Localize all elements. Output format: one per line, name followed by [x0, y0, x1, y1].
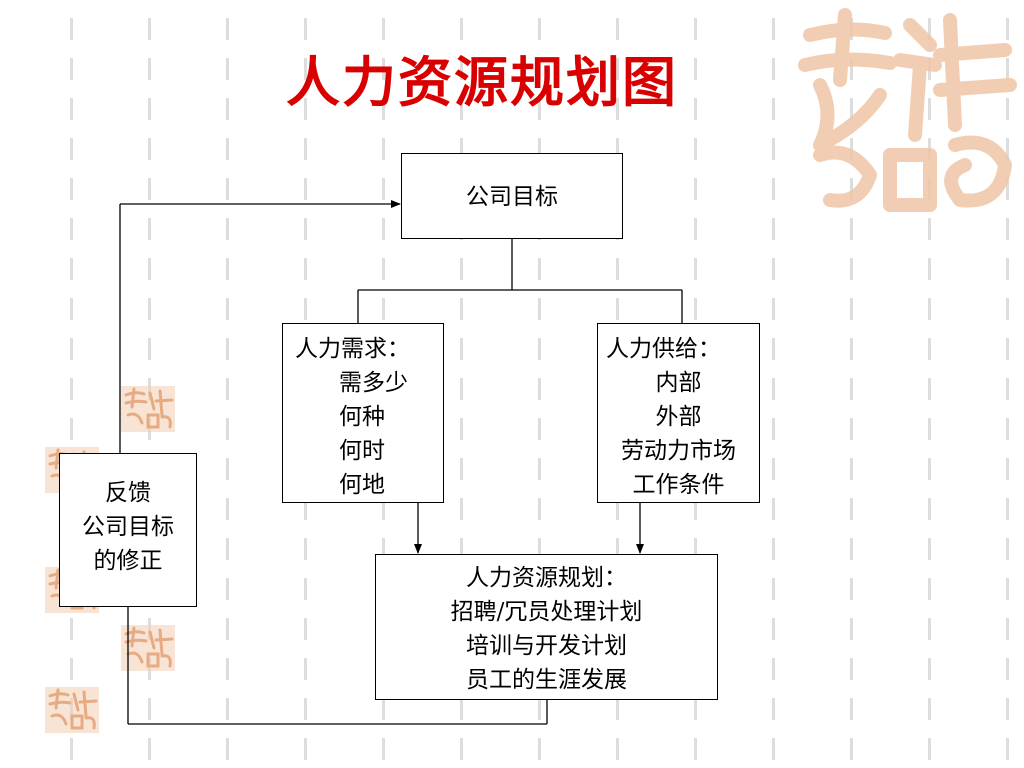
node-item: 何时 [339, 438, 385, 464]
node-hr-supply: 人力供给： 内部 外部 劳动力市场 工作条件 [597, 323, 760, 503]
auspicious-seal-icon [45, 687, 99, 733]
node-item: 反馈 [105, 480, 151, 506]
auspicious-seal-icon [798, 8, 1017, 212]
node-item: 何地 [339, 472, 385, 498]
node-item: 何种 [339, 404, 385, 430]
node-item: 员工的生涯发展 [466, 667, 627, 693]
node-feedback: 反馈 公司目标 的修正 [59, 453, 197, 607]
auspicious-seal-icon [121, 386, 175, 432]
node-company-goal: 公司目标 [401, 153, 623, 239]
node-item: 公司目标 [82, 514, 174, 540]
node-item: 外部 [655, 404, 702, 430]
node-hr-demand: 人力需求： 需多少 何种 何时 何地 [282, 323, 444, 503]
page-title: 人力资源规划图 [286, 50, 678, 114]
node-item: 招聘/冗员处理计划 [450, 599, 643, 625]
node-item: 劳动力市场 [621, 438, 736, 464]
node-item: 培训与开发计划 [466, 633, 627, 659]
auspicious-seal-icon [121, 625, 175, 671]
node-item: 工作条件 [632, 472, 725, 498]
node-hr-planning: 人力资源规划： 招聘/冗员处理计划 培训与开发计划 员工的生涯发展 [375, 554, 718, 700]
node-label: 公司目标 [466, 184, 558, 210]
node-item: 的修正 [93, 548, 163, 574]
node-heading: 人力供给： [606, 336, 721, 362]
node-item: 需多少 [339, 370, 408, 396]
node-heading: 人力需求： [295, 336, 410, 362]
node-item: 内部 [655, 370, 702, 396]
node-heading: 人力资源规划： [466, 565, 627, 591]
